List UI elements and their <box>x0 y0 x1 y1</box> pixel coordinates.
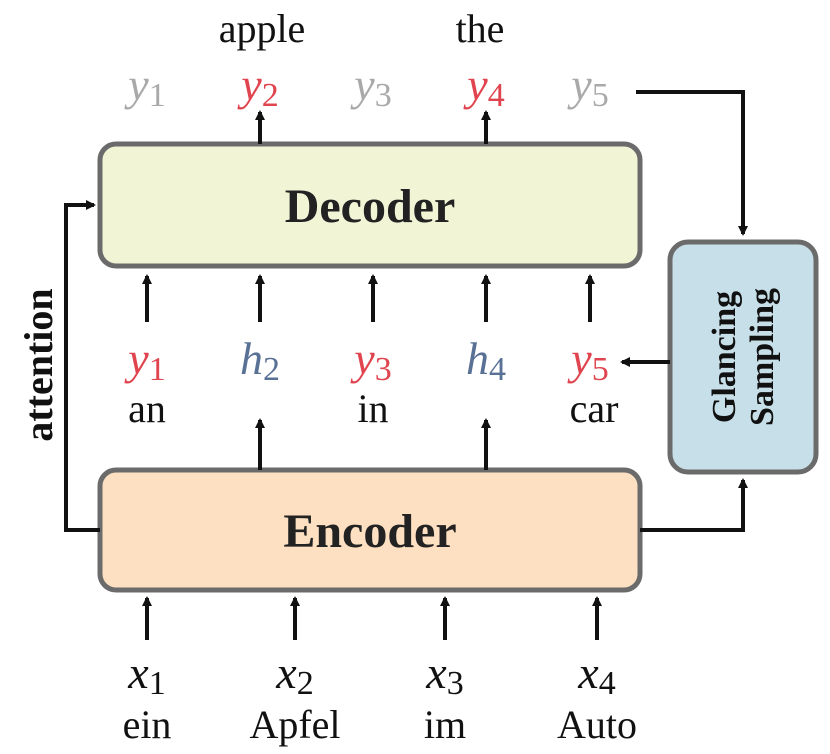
encoder-input-x2: x2 <box>275 647 313 702</box>
encoder-input-row: x1 x2 x3 x4 ein Apfel im Auto <box>123 647 637 747</box>
decoder-input-y5: y5 <box>567 333 608 388</box>
sampling-label: Sampling <box>744 288 781 426</box>
decoder-input-y3: y3 <box>350 333 391 388</box>
encoder-input-x4: x4 <box>577 647 615 702</box>
decoder-input-word-an: an <box>128 386 166 431</box>
output-row: y1 y2 y3 y4 y5 apple the <box>124 6 608 114</box>
decoder-box <box>97 141 643 269</box>
output-y3: y3 <box>350 59 391 114</box>
glancing-label: Glancing <box>706 291 743 423</box>
output-word-the: the <box>456 6 505 51</box>
decoder-label: Decoder <box>285 180 456 233</box>
encoder-input-word-auto: Auto <box>557 702 637 747</box>
encoder-label: Encoder <box>283 505 456 558</box>
attention-label: attention <box>16 288 61 441</box>
encoder-input-x3: x3 <box>425 647 463 702</box>
attention-arrow <box>64 200 100 532</box>
decoder-input-h4: h4 <box>466 333 506 388</box>
encoder-input-x1: x1 <box>127 647 165 702</box>
encoder-input-word-apfel: Apfel <box>249 702 340 747</box>
decoder-input-word-in: in <box>357 386 388 431</box>
decoder-input-h2: h2 <box>240 333 280 388</box>
output-y2: y2 <box>237 59 278 114</box>
encoder-input-word-ein: ein <box>123 702 172 747</box>
decoder-input-row: y1 h2 y3 h4 y5 an in car <box>124 333 618 431</box>
y5-to-glancing-arrow <box>636 90 748 236</box>
connectors <box>64 90 748 640</box>
encoder-input-word-im: im <box>424 702 466 747</box>
output-y1: y1 <box>124 59 165 114</box>
output-word-apple: apple <box>219 6 306 51</box>
glancing-sampling-box <box>667 239 819 475</box>
decoder-input-y1: y1 <box>124 333 165 388</box>
output-y5: y5 <box>567 59 608 114</box>
decoder-input-word-car: car <box>570 386 619 431</box>
output-y4: y4 <box>463 59 504 114</box>
encoder-to-glancing-arrow <box>640 478 748 532</box>
